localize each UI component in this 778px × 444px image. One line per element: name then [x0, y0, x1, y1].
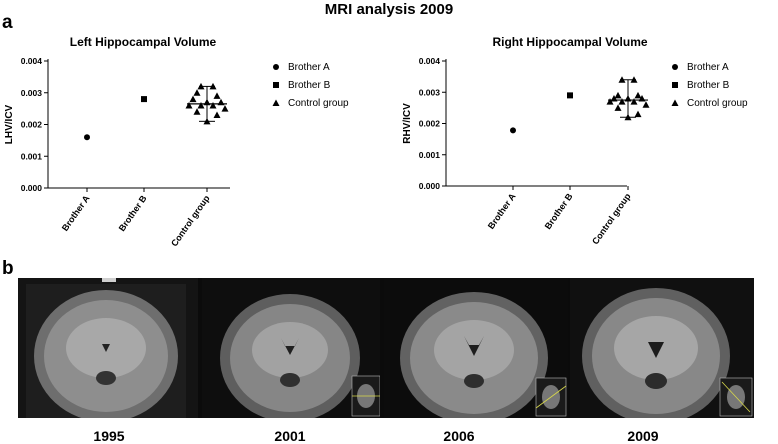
left-y-tick-label: 0.003 [21, 88, 43, 98]
left-triangle-point [213, 111, 221, 118]
mri-scan-2009 [570, 278, 754, 418]
left-y-tick-label: 0.002 [21, 120, 43, 130]
right-legend-label: Control group [687, 98, 748, 109]
right-legend-square-marker [672, 82, 678, 88]
left-y-tick-label: 0.004 [21, 56, 43, 66]
right-triangle-point [618, 76, 626, 83]
year-label-1995: 1995 [93, 428, 125, 444]
figure-title: MRI analysis 2009 [324, 1, 454, 18]
right-triangle-point [634, 110, 642, 118]
left-legend-label: Brother B [288, 80, 331, 91]
year-label-2009: 2009 [627, 428, 659, 444]
left-triangle-point [203, 117, 211, 125]
right-triangle-point [618, 98, 626, 105]
mri-scan-2001 [202, 278, 380, 418]
left-square-point [141, 96, 147, 103]
panel-b-label: b [2, 258, 14, 279]
left-triangle-point [209, 101, 217, 109]
year-label-2001: 2001 [274, 428, 306, 444]
left-triangle-point [189, 95, 197, 103]
right-triangle-point [638, 95, 646, 102]
left-chart-title: Left Hippocampal Volume [70, 35, 217, 49]
left-y-tick-label: 0.001 [21, 151, 43, 161]
right-legend-circle-marker [672, 64, 678, 70]
right-y-tick-label: 0.004 [419, 56, 441, 66]
left-legend-circle-marker [273, 64, 279, 70]
left-triangle-point [197, 101, 205, 109]
right-square-point [567, 92, 573, 99]
hippocampal-volume-charts: Left Hippocampal Volume 0.000 0.001 0.002 0.… [4, 35, 748, 248]
left-circle-point [84, 134, 90, 141]
right-y-tick-label: 0.002 [419, 119, 441, 129]
left-x-tick-label: Brother A [60, 193, 92, 233]
left-legend-label: Control group [288, 98, 349, 109]
right-y-axis-label: RHV/ICV [402, 103, 413, 144]
right-triangle-point [624, 95, 632, 102]
left-triangle-point [217, 98, 225, 106]
right-triangle-point [634, 91, 642, 99]
mri-scan-1995 [18, 278, 198, 418]
right-triangle-point [624, 113, 632, 121]
right-legend-triangle-marker [671, 99, 679, 106]
right-x-tick-label: Brother B [543, 191, 575, 231]
left-legend-square-marker [273, 82, 279, 88]
right-x-tick-label: Control group [590, 191, 633, 246]
right-legend-label: Brother B [687, 80, 730, 91]
year-label-2006: 2006 [443, 428, 475, 444]
left-x-tick-label: Control group [169, 193, 212, 248]
left-triangle-point [203, 98, 211, 106]
right-triangle-point [630, 76, 638, 83]
right-legend-label: Brother A [687, 62, 729, 73]
right-y-tick-label: 0.000 [419, 181, 441, 191]
left-legend-triangle-marker [272, 99, 280, 106]
right-triangle-point [630, 98, 638, 105]
right-y-tick-label: 0.001 [419, 150, 441, 160]
left-triangle-point [213, 92, 221, 99]
right-triangle-point [614, 104, 622, 111]
left-triangle-point [221, 105, 229, 112]
left-triangle-point [185, 101, 193, 109]
right-circle-point [510, 127, 516, 134]
right-triangle-point [614, 91, 622, 99]
right-triangle-point [606, 98, 614, 105]
panel-a-label: a [2, 12, 13, 33]
left-triangle-point [193, 108, 201, 115]
right-x-tick-label: Brother A [486, 191, 518, 231]
mri-scan-strip [18, 278, 754, 418]
right-triangle-point [610, 95, 618, 102]
right-triangle-point [642, 101, 650, 108]
right-y-tick-label: 0.003 [419, 87, 441, 97]
left-y-axis-label: LHV/ICV [4, 104, 15, 144]
left-triangle-point [193, 89, 201, 96]
mri-scan-2006 [384, 278, 568, 418]
left-legend-label: Brother A [288, 62, 330, 73]
left-triangle-point [209, 82, 217, 90]
left-x-tick-label: Brother B [117, 193, 149, 233]
right-chart-title: Right Hippocampal Volume [492, 35, 647, 49]
left-triangle-point [197, 82, 205, 90]
left-y-tick-label: 0.000 [21, 183, 43, 193]
